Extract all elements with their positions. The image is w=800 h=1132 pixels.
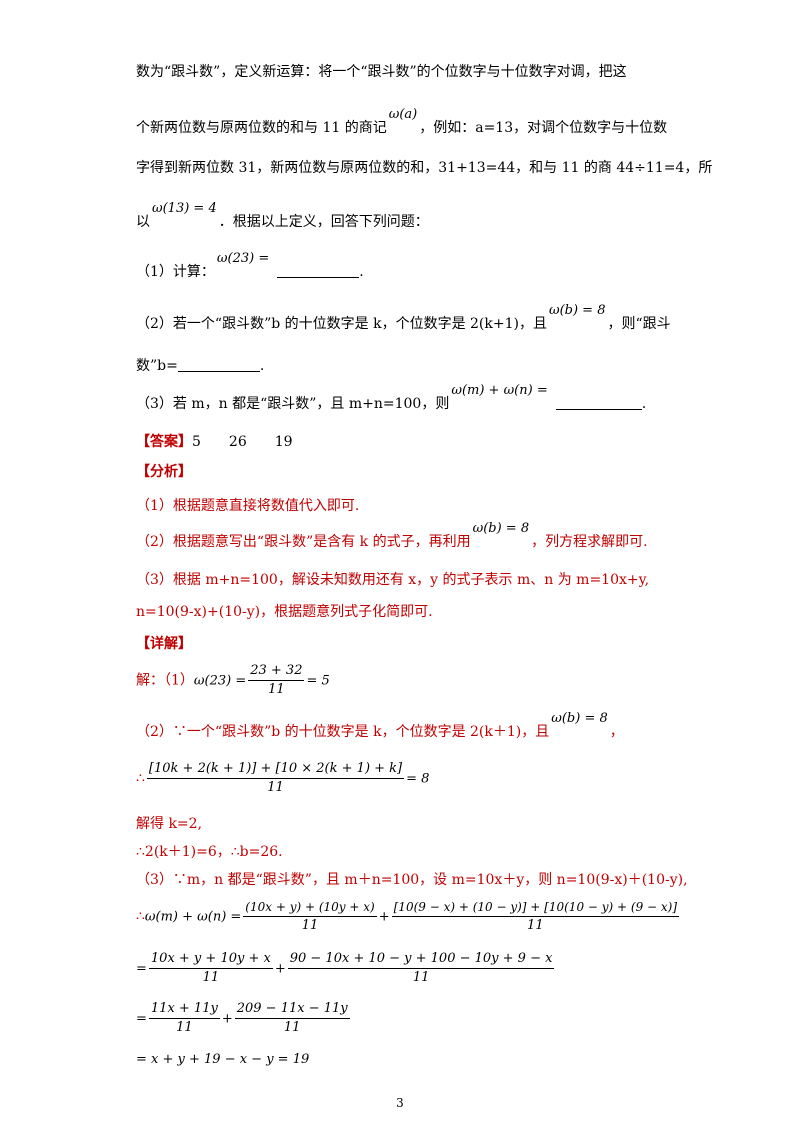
intro-line-3: 字得到新两位数 31，新两位数与原两位数的和，31+13=44，和与 11 的商… — [136, 160, 713, 176]
denominator: 11 — [527, 918, 544, 933]
analysis-text: （2）根据题意写出“跟斗数”是含有 k 的式子，再利用 — [136, 534, 471, 550]
denominator: 11 — [267, 780, 284, 795]
omega-sum-formula: ω(m) + ω(n) = — [451, 383, 548, 398]
question-text: （1）计算： — [136, 264, 215, 280]
plus-sign: + — [221, 1011, 233, 1027]
solution-step-4: 解得 k=2, — [136, 816, 203, 832]
intro-text: ，例如：a=13，对调个位数字与十位数 — [419, 120, 668, 136]
question-text: . — [359, 264, 364, 280]
denominator: 11 — [412, 970, 430, 985]
fraction: (10x + y) + (10y + x)11 — [243, 898, 377, 935]
solution-step-6: （3）∵m，n 都是“跟斗数”，且 m＋n=100，设 m=10x＋y，则 n=… — [136, 872, 688, 888]
denominator: 11 — [301, 918, 319, 933]
omega-13-formula: ω(13) = 4 — [152, 201, 217, 216]
solution-text: （2）∵一个“跟斗数”b 的十位数字是 k，个位数字是 2(k＋1)，且 — [136, 724, 550, 740]
analysis-2: （2）根据题意写出“跟斗数”是含有 k 的式子，再利用ω(b) = 8，列方程求… — [136, 521, 676, 553]
fraction: [10(9 − x) + (10 − y)] + [10(10 − y) + (… — [391, 898, 680, 935]
denominator: 11 — [176, 1020, 193, 1035]
question-text: （3）若 m，n 都是“跟斗数”，且 m+n=100，则 — [136, 396, 450, 412]
numerator: 209 − 11x − 11y — [234, 1000, 350, 1019]
result: = 8 — [406, 771, 430, 787]
numerator: (10x + y) + (10y + x) — [243, 898, 377, 917]
intro-text: 个新两位数与原两位数的和与 11 的商记 — [136, 120, 387, 136]
page-number: 3 — [396, 1096, 404, 1110]
equals-sign: = — [136, 1011, 147, 1027]
answer-blank-3[interactable] — [555, 395, 642, 410]
omega-b-formula: ω(b) = 8 — [548, 303, 606, 318]
intro-line-4: 以ω(13) = 4．根据以上定义，回答下列问题： — [136, 201, 676, 233]
numerator: 90 − 10x + 10 − y + 100 − 10y + 9 − x — [287, 950, 555, 969]
result: = 5 — [306, 673, 330, 689]
omega-23-formula: ω(23) = — [216, 251, 270, 266]
solution-step-5: ∴2(k＋1)=6，∴b=26. — [136, 844, 283, 860]
fraction: [10k + 2(k + 1)] + [10 × 2(k + 1) + k]11 — [146, 760, 405, 797]
omega-23-lhs: ω(23) = — [193, 673, 247, 689]
omega-sum-lhs: ω(m) + ω(n) = — [144, 909, 242, 925]
solution-text: 解：（1） — [136, 672, 194, 689]
numerator: [10k + 2(k + 1)] + [10 × 2(k + 1) + k] — [146, 760, 405, 779]
denominator: 11 — [268, 682, 285, 697]
question-text: 数”b= — [136, 358, 178, 374]
question-text: （2）若一个“跟斗数”b 的十位数字是 k，个位数字是 2(k+1)，且 — [136, 316, 547, 332]
question-1: （1）计算：ω(23) =. — [136, 251, 676, 283]
therefore-symbol: ∴ — [136, 908, 145, 925]
omega-a-formula: ω(a) — [388, 107, 418, 122]
omega-b-formula: ω(b) = 8 — [472, 521, 530, 536]
analysis-3: （3）根据 m+n=100，解设未知数用还有 x，y 的式子表示 m、n 为 m… — [136, 572, 650, 588]
solution-step-3: ∴[10k + 2(k + 1)] + [10 × 2(k + 1) + k]1… — [136, 760, 676, 800]
answer-blank-2[interactable] — [177, 357, 260, 372]
detail-label: 【详解】 — [136, 636, 192, 652]
question-text: ，则“跟斗 — [607, 316, 671, 332]
answer-label: 【答案】 — [136, 434, 192, 450]
solution-text: ， — [609, 724, 624, 740]
question-2-cont: 数”b=. — [136, 356, 676, 376]
solution-step-10: = x + y + 19 − x − y = 19 — [136, 1052, 310, 1067]
denominator: 11 — [283, 1020, 301, 1035]
question-text: . — [259, 358, 265, 374]
analysis-1: （1）根据题意直接将数值代入即可. — [136, 498, 360, 514]
question-2: （2）若一个“跟斗数”b 的十位数字是 k，个位数字是 2(k+1)，且ω(b)… — [136, 303, 676, 335]
answer-line: 【答案】5 26 19 — [136, 432, 676, 452]
solution-step-2: （2）∵一个“跟斗数”b 的十位数字是 k，个位数字是 2(k＋1)，且ω(b)… — [136, 711, 676, 743]
denominator: 11 — [202, 970, 220, 985]
answer-values: 5 26 19 — [192, 434, 293, 450]
solution-step-7: ∴ω(m) + ω(n) =(10x + y) + (10y + x)11+[1… — [136, 898, 680, 938]
answer-blank-1[interactable] — [277, 263, 360, 278]
analysis-text: ，列方程求解即可. — [531, 534, 648, 550]
analysis-3-cont: n=10(9-x)+(10-y)，根据题意列式子化简即可. — [136, 604, 433, 620]
numerator: 11x + 11y — [148, 1000, 220, 1019]
omega-b-formula: ω(b) = 8 — [551, 711, 608, 726]
intro-line-1: 数为“跟斗数”，定义新运算：将一个“跟斗数”的个位数字与十位数字对调，把这 — [136, 64, 627, 80]
plus-sign: + — [378, 909, 390, 925]
intro-text: 以 — [136, 214, 150, 230]
intro-line-2: 个新两位数与原两位数的和与 11 的商记ω(a)，例如：a=13，对调个位数字与… — [136, 107, 676, 139]
numerator: 23 + 32 — [248, 662, 305, 681]
plus-sign: + — [274, 961, 286, 977]
intro-text: ．根据以上定义，回答下列问题： — [218, 214, 429, 230]
therefore-symbol: ∴ — [136, 770, 145, 787]
question-text: . — [641, 396, 647, 412]
analysis-label: 【分析】 — [136, 464, 192, 480]
question-3: （3）若 m，n 都是“跟斗数”，且 m+n=100，则ω(m) + ω(n) … — [136, 383, 676, 415]
numerator: [10(9 − x) + (10 − y)] + [10(10 − y) + (… — [391, 898, 680, 917]
equals-sign: = — [136, 961, 147, 977]
numerator: 10x + y + 10y + x — [148, 950, 273, 969]
